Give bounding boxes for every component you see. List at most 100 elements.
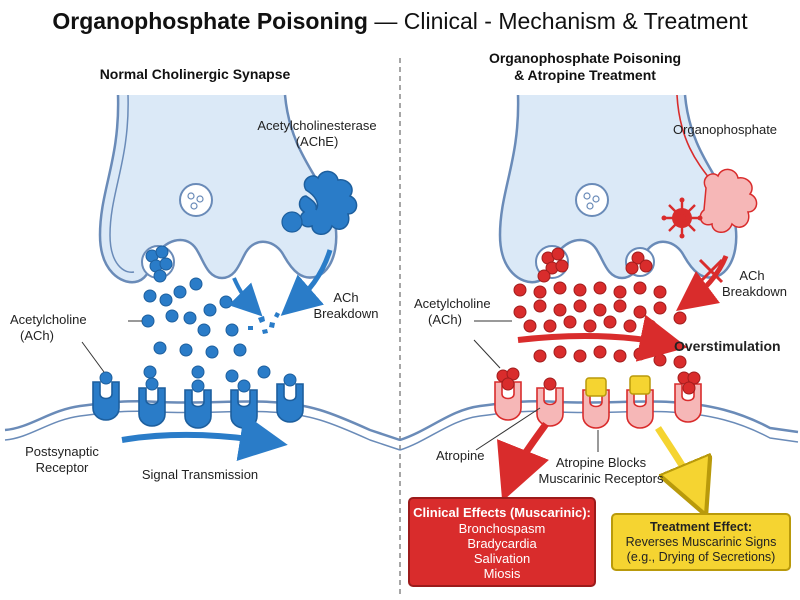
left-presynaptic-membrane-inner	[109, 94, 135, 273]
ach-molecule	[553, 303, 567, 317]
ach-molecule	[143, 289, 157, 303]
bound-ach	[682, 381, 696, 395]
ach-molecule	[633, 305, 647, 319]
ach-molecule	[653, 285, 667, 299]
ach-molecule	[141, 314, 155, 328]
ach-molecule	[553, 281, 567, 295]
ach-molecule	[533, 299, 547, 313]
ach-molecule	[155, 245, 169, 259]
right-ache-inhibited	[699, 168, 758, 233]
ach-molecule	[513, 283, 527, 297]
ach-molecule	[203, 303, 217, 317]
ach-molecule	[533, 349, 547, 363]
left-postsynaptic-membrane-inner	[4, 410, 401, 451]
left-receptor-leader	[81, 341, 105, 373]
ach-molecule	[225, 369, 239, 383]
left-ache-enzyme	[298, 170, 358, 235]
right-breakdown-block-x	[698, 258, 724, 284]
ach-molecule	[643, 319, 657, 333]
muscarinic-receptor	[626, 389, 654, 429]
right-presynaptic-terminal	[498, 94, 738, 284]
ach-molecule	[159, 257, 173, 271]
muscarinic-receptor	[536, 387, 564, 427]
ach-molecule	[523, 319, 537, 333]
left-postsynaptic-membrane	[4, 399, 401, 442]
ach-molecule	[555, 259, 569, 273]
ach-molecule	[639, 259, 653, 273]
right-vesicle-dot	[583, 192, 591, 200]
ach-molecule	[173, 285, 187, 299]
ach-molecule	[159, 293, 173, 307]
ach-molecule	[257, 365, 271, 379]
left-vesicle-dot	[187, 192, 195, 200]
treatment-effect-title: Treatment Effect:	[649, 520, 753, 534]
ach-molecule	[533, 285, 547, 299]
muscarinic-receptor	[582, 389, 610, 429]
left-panel	[4, 94, 401, 461]
clinical-effects-box: Clinical Effects (Muscarinic): Bronchosp…	[408, 497, 596, 587]
right-panel-header-line1: Organophosphate Poisoning	[488, 50, 682, 66]
overstimulation-label: Overstimulation	[674, 338, 781, 354]
ach-fragment	[262, 329, 268, 334]
atropine-blocks-line1: Atropine Blocks	[555, 455, 647, 470]
left-vesicle-dot	[190, 202, 198, 210]
ach-molecule	[233, 343, 247, 357]
left-diffusion-arrow	[228, 277, 263, 317]
right-ach-label-line2: (ACh)	[428, 312, 462, 327]
bound-ach	[99, 371, 113, 385]
ache-label-line2: (AChE)	[295, 134, 339, 149]
bound-ach	[501, 377, 515, 391]
right-ach-label: Acetylcholine (ACh)	[414, 296, 524, 328]
clinical-effect-item: Bronchospasm	[458, 521, 546, 536]
ach-molecule	[623, 319, 637, 333]
signal-transmission-label: Signal Transmission	[141, 467, 259, 482]
page-title-rest: — Clinical - Mechanism & Treatment	[368, 8, 748, 34]
ach-molecule	[143, 365, 157, 379]
left-vesicle-dot	[196, 195, 204, 203]
ach-molecule	[543, 319, 557, 333]
right-postsynaptic-membrane	[399, 399, 799, 442]
right-panel	[399, 94, 799, 502]
left-ach-label: Acetylcholine (ACh)	[10, 312, 130, 344]
right-panel-header-line2: & Atropine Treatment	[514, 67, 656, 83]
atropine-leader	[475, 407, 541, 451]
ach-molecule	[513, 305, 527, 319]
bound-ach	[191, 379, 205, 393]
atropine-blocks-line2: Muscarinic Receptors	[538, 471, 664, 486]
ach-molecule	[593, 303, 607, 317]
ach-fragment	[248, 326, 253, 330]
muscarinic-receptor	[494, 381, 522, 421]
ach-molecule	[625, 261, 639, 275]
left-breakdown-line2: Breakdown	[313, 306, 379, 321]
clinical-effects-arrow	[497, 421, 550, 502]
left-panel-header: Normal Cholinergic Synapse	[99, 66, 291, 82]
ach-molecule	[583, 319, 597, 333]
right-receptor-leader	[473, 339, 501, 369]
right-receptors	[494, 367, 702, 429]
ach-fragment	[274, 312, 280, 318]
postsynaptic-receptor	[230, 389, 258, 429]
organophosphate-label: Organophosphate	[672, 122, 778, 137]
right-breakdown-label: ACh Breakdown	[722, 268, 788, 300]
clinical-effect-item: Miosis	[483, 566, 521, 581]
ache-label: Acetylcholinesterase (AChE)	[242, 118, 392, 150]
ach-molecule	[613, 349, 627, 363]
ach-molecule	[553, 345, 567, 359]
overstimulation-arrow	[517, 314, 688, 362]
bound-ach	[237, 379, 251, 393]
ach-molecule	[551, 247, 565, 261]
right-breakdown-line1: ACh	[739, 268, 765, 283]
ach-molecule	[191, 365, 205, 379]
left-ach-label-line1: Acetylcholine	[10, 312, 87, 327]
treatment-effect-box: Treatment Effect: Reverses Muscarinic Si…	[611, 513, 791, 571]
postsynaptic-receptor-label: Postsynaptic Receptor	[12, 444, 112, 476]
ach-molecule	[593, 281, 607, 295]
atropine-blocks-label: Atropine Blocks Muscarinic Receptors	[536, 455, 666, 487]
left-breakdown-arrow	[280, 249, 333, 316]
ach-molecule	[153, 341, 167, 355]
atropine-label: Atropine	[436, 448, 485, 463]
ach-molecule	[631, 251, 645, 265]
ach-molecule	[165, 309, 179, 323]
right-breakdown-line2: Breakdown	[722, 284, 788, 299]
bound-ach	[543, 377, 557, 391]
